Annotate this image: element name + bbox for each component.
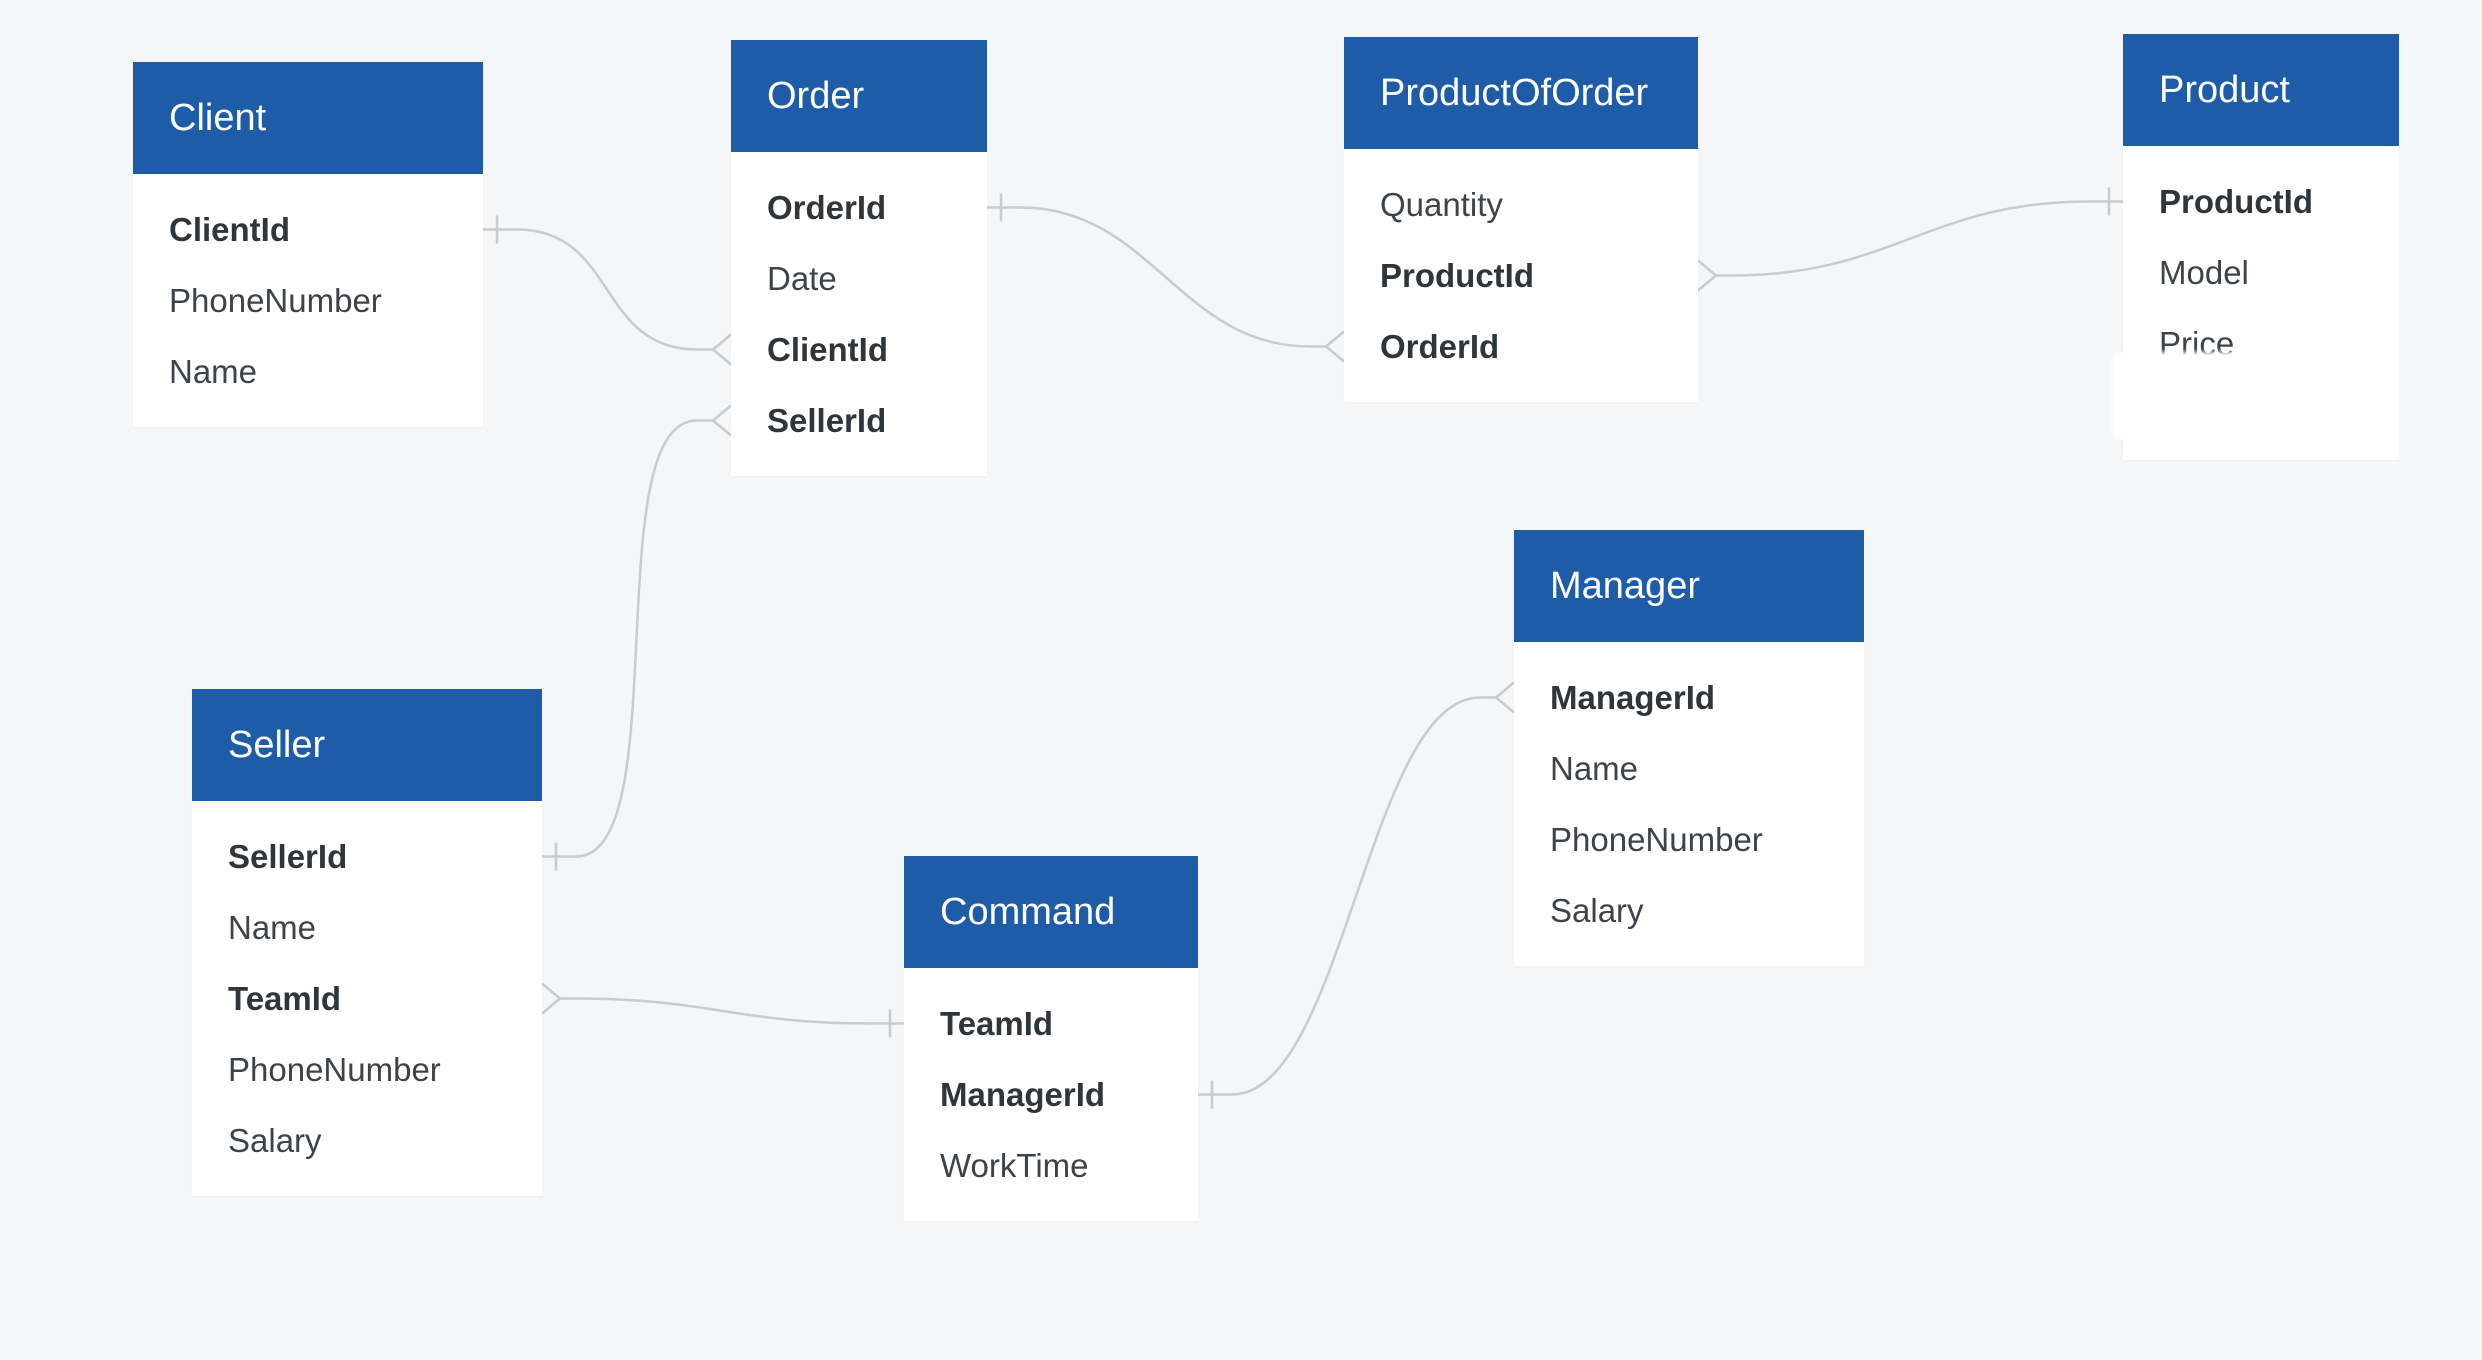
field-orderid: OrderId [767,188,887,226]
many-marker-crowfoot [1494,681,1515,714]
many-marker-crowfoot [1697,259,1718,292]
field-worktime: WorkTime [940,1146,1089,1184]
entity-title-seller: Seller [192,689,542,801]
field-salary: Salary [1550,891,1644,929]
relationship-line-1 [1020,206,1311,348]
entity-title-order: Order [731,40,987,152]
field-orderid: OrderId [1380,327,1500,365]
many-marker-crowfoot [1324,330,1345,363]
entity-title-product-of-order: ProductOfOrder [1344,37,1698,149]
field-phonenumber: PhoneNumber [1550,820,1763,858]
redaction-patch [2112,352,2332,440]
field-sellerid: SellerId [767,401,887,439]
field-teamid: TeamId [940,1004,1054,1042]
entity-title-command: Command [904,856,1198,968]
field-clientid: ClientId [767,330,888,368]
field-productid: ProductId [1380,256,1534,294]
field-name: Name [1550,749,1639,787]
many-marker-crowfoot [711,404,732,437]
field-phonenumber: PhoneNumber [228,1050,441,1088]
many-marker-crowfoot [541,982,562,1015]
entity-title-manager: Manager [1514,530,1864,642]
field-managerid: ManagerId [940,1075,1106,1113]
entity-title-product: Product [2123,34,2399,146]
field-managerid: ManagerId [1550,678,1716,716]
relationship-line-4 [575,997,871,1025]
field-model: Model [2159,253,2249,291]
relationship-line-0 [516,228,698,351]
relationship-line-5 [1231,696,1481,1096]
field-name: Name [169,352,258,390]
relationship-line-2 [1731,200,2090,277]
field-teamid: TeamId [228,979,342,1017]
relationship-line-3 [575,419,698,858]
field-sellerid: SellerId [228,837,348,875]
entity-title-client: Client [133,62,483,174]
field-salary: Salary [228,1121,322,1159]
many-marker-crowfoot [711,333,732,366]
field-phonenumber: PhoneNumber [169,281,382,319]
field-quantity: Quantity [1380,185,1503,223]
field-name: Name [228,908,317,946]
field-productid: ProductId [2159,182,2313,220]
field-date: Date [767,259,837,297]
field-clientid: ClientId [169,210,290,248]
